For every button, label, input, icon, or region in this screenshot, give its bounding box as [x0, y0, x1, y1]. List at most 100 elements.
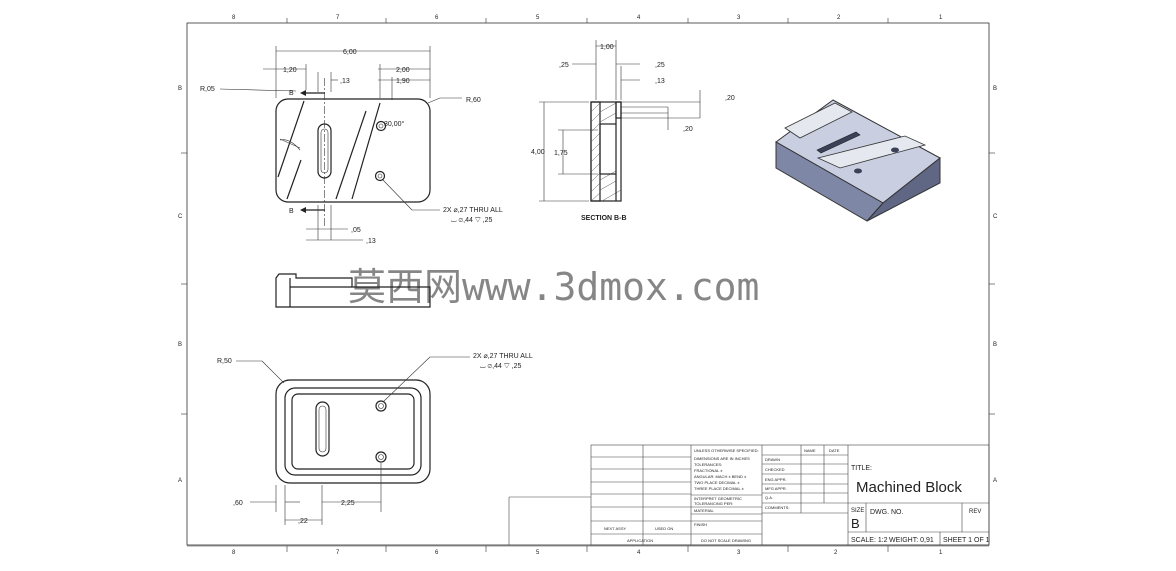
- section-dim-left: ,25: [559, 62, 569, 69]
- tb-role-comments: COMMENTS:: [765, 505, 789, 510]
- section-dim-step-2: ,20: [683, 126, 693, 133]
- dim-overall-length: 6,00: [343, 49, 357, 56]
- tb-title: Machined Block: [856, 479, 962, 496]
- section-mark-upper: B: [289, 90, 294, 97]
- tb-title-label: TITLE:: [851, 465, 872, 472]
- dim-bottom-width: ,13: [366, 238, 376, 245]
- tb-material-note-2: TOLERANCING PER:: [694, 501, 733, 506]
- zone-top-8: 8: [232, 15, 236, 21]
- tb-scale: SCALE: 1:2: [851, 537, 888, 544]
- radius-left-label: R,05: [200, 86, 215, 93]
- zone-right-c: C: [993, 214, 998, 220]
- zone-right-a: A: [993, 478, 997, 484]
- zone-top-6: 6: [435, 15, 439, 21]
- zone-labels-right: B C B A: [993, 86, 998, 484]
- radius-right-label: R,60: [466, 97, 481, 104]
- zone-top-5: 5: [536, 15, 540, 21]
- bottom-radius-label: R,50: [217, 358, 232, 365]
- tb-note-7: THREE PLACE DECIMAL ±: [694, 486, 745, 491]
- top-view-outline: [275, 98, 431, 203]
- hole-callout-bottom-1: 2X ⌀,27 THRU ALL: [473, 353, 533, 360]
- top-view-hole-lower: [374, 170, 386, 182]
- dim-left-offset: 1,20: [283, 67, 297, 74]
- section-dim-inner: 1,75: [554, 150, 568, 157]
- dim-right-width: 2,00: [396, 67, 410, 74]
- bottom-view-slot: [315, 401, 330, 457]
- zone-labels-top: 8 7 6 5 4 3 2 1: [232, 15, 943, 21]
- hole-callout-bottom-2: ⌴ ⌀,44 ▽ ,25: [480, 363, 522, 370]
- tb-role-mfg-appr: MFG APPR.: [765, 486, 787, 491]
- tb-name-head: NAME: [804, 448, 816, 453]
- zone-top-3: 3: [737, 15, 741, 21]
- tb-material-label: MATERIAL: [694, 508, 714, 513]
- zone-left-b-lower: B: [178, 342, 182, 348]
- bottom-dim-offset: ,60: [233, 500, 243, 507]
- bottom-dim-slot-offset: ,22: [298, 518, 308, 525]
- zone-top-7: 7: [336, 15, 340, 21]
- section-dim-right-1: ,25: [655, 62, 665, 69]
- zone-labels-left: B C B A: [178, 86, 183, 484]
- tb-note-6: TWO PLACE DECIMAL ±: [694, 480, 740, 485]
- top-view: B B 6,00 1,20 ,13 2,00 1,90 R,05 R,60 3: [200, 46, 503, 245]
- tb-rev-label: REV: [969, 509, 981, 515]
- section-dim-right-2: ,13: [655, 78, 665, 85]
- tb-note-1: UNLESS OTHERWISE SPECIFIED:: [694, 448, 759, 453]
- zone-right-b-upper: B: [993, 86, 997, 92]
- tb-application: APPLICATION: [627, 538, 653, 543]
- angle-label: 30,00°: [384, 120, 405, 128]
- zone-left-b-upper: B: [178, 86, 182, 92]
- dim-right-pocket: 1,90: [396, 78, 410, 85]
- tb-finish-label: FINISH: [694, 522, 707, 527]
- tb-sheet: SHEET 1 OF 1: [943, 537, 990, 544]
- zone-left-a: A: [178, 478, 182, 484]
- tb-note-5: ANGULAR: MACH ± BEND ±: [694, 474, 747, 479]
- tb-role-eng-appr: ENG APPR.: [765, 477, 787, 482]
- tb-note-4: FRACTIONAL ±: [694, 468, 723, 473]
- tb-size-label: SIZE: [851, 508, 864, 514]
- tb-weight: WEIGHT: 0,91: [889, 537, 934, 544]
- zone-bottom-7: 7: [336, 550, 340, 556]
- section-mark-lower: B: [289, 208, 294, 215]
- top-view-hole-upper: [375, 120, 387, 132]
- tb-used-on: USED ON: [655, 526, 673, 531]
- hole-callout-top-1: 2X ⌀,27 THRU ALL: [443, 207, 503, 214]
- zone-bottom-8: 8: [232, 550, 236, 556]
- section-dim-step-1: ,20: [725, 95, 735, 102]
- section-label: SECTION B-B: [581, 215, 627, 222]
- bottom-view-hole-lower: [375, 451, 387, 463]
- zone-labels-bottom: 8 7 6 5 4 3 2 1: [232, 550, 943, 556]
- tb-note-3: TOLERANCES:: [694, 462, 722, 467]
- zone-bottom-1: 1: [939, 550, 943, 556]
- tb-next-assy: NEXT ASSY: [604, 526, 626, 531]
- tb-date-head: DATE: [829, 448, 840, 453]
- tb-role-drawn: DRAWN: [765, 457, 780, 462]
- section-dim-top: 1,00: [600, 44, 614, 51]
- bottom-view-hole-upper: [375, 400, 387, 412]
- front-view: [275, 273, 431, 308]
- isometric-view: [775, 99, 941, 222]
- section-dim-height: 4,00: [531, 149, 545, 156]
- watermark-text: 莫西网www.3dmox.com: [348, 265, 759, 309]
- zone-top-4: 4: [637, 15, 641, 21]
- zone-bottom-5: 5: [536, 550, 540, 556]
- zone-bottom-3: 3: [737, 550, 741, 556]
- tb-material-note-1: INTERPRET GEOMETRIC: [694, 496, 742, 501]
- sheet-frame: [181, 18, 995, 552]
- bottom-dim-hole-spacing: 2,25: [341, 500, 355, 507]
- tb-role-checked: CHECKED: [765, 467, 785, 472]
- front-view-outline: [275, 273, 431, 308]
- section-view: 1,00 ,25 ,25 ,13 4,00 1,75 ,20 ,20 SECTI…: [531, 40, 735, 222]
- tb-note-2: DIMENSIONS ARE IN INCHES: [694, 456, 750, 461]
- zone-bottom-2: 2: [834, 550, 838, 556]
- bottom-view: R,50 2X ⌀,27 THRU ALL ⌴ ⌀,44 ▽ ,25 ,60 2…: [217, 353, 533, 525]
- hole-callout-top-2: ⌴ ⌀,44 ▽ ,25: [451, 217, 493, 224]
- zone-top-2: 2: [837, 15, 841, 21]
- dim-bottom-offset: ,05: [351, 227, 361, 234]
- zone-left-c: C: [178, 214, 183, 220]
- title-block: UNLESS OTHERWISE SPECIFIED: DIMENSIONS A…: [508, 444, 990, 546]
- zone-top-1: 1: [939, 15, 943, 21]
- tb-do-not-scale: DO NOT SCALE DRAWING: [701, 538, 751, 543]
- zone-bottom-6: 6: [435, 550, 439, 556]
- zone-right-b-lower: B: [993, 342, 997, 348]
